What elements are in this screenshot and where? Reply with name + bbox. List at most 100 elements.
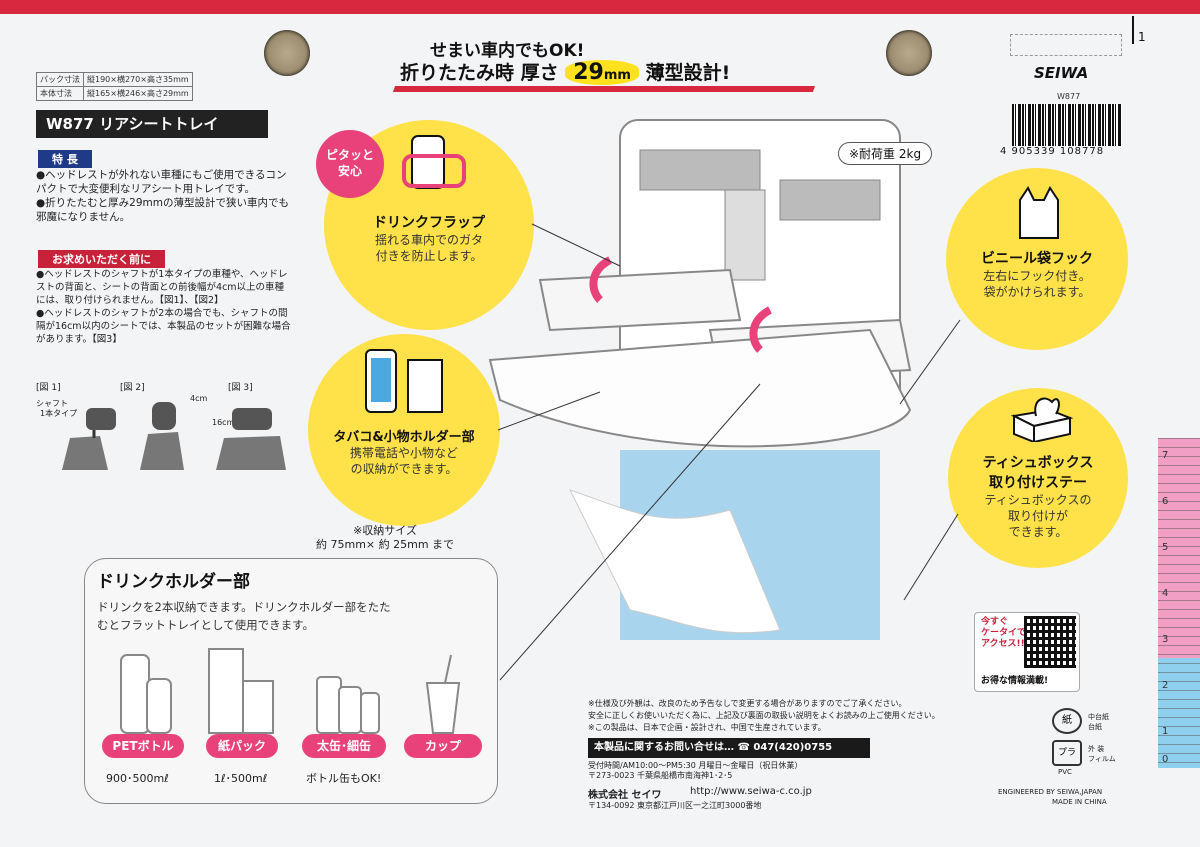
snug-badge: ピタッと 安心: [316, 130, 384, 198]
pill-cans: 太缶･細缶: [302, 734, 386, 758]
feature-item: ●ヘッドレストが外れない車種にもご使用できるコンパクトで大変便利なリアシート用ト…: [36, 169, 287, 195]
thickness-unit: mm: [603, 68, 631, 83]
drink-flap-title: ドリンクフラップ: [373, 215, 485, 231]
snug-badge-line1: ピタッと: [325, 148, 374, 162]
recycle-paper2: 台紙: [1088, 723, 1102, 731]
recycle-pvc: PVC: [1058, 768, 1072, 776]
tissue-stay-desc2: 取り付けが: [1007, 509, 1068, 523]
bag-hook-title: ビニール袋フック: [981, 251, 1093, 267]
qr-line2: ケータイで: [981, 628, 1027, 638]
holder-desc2: の収納ができます。: [350, 462, 458, 476]
figure-1-note1: シャフト: [36, 399, 68, 408]
figure-3-label: [図 3]: [228, 383, 253, 393]
fine-print-2: 安全に正しくお使いいただく為に、上記及び裏面の取扱い説明をよくお読みの上ご使用く…: [588, 711, 940, 720]
ruler-label: 2: [1162, 680, 1169, 691]
qr-text: 今すぐ ケータイで アクセス!!: [981, 617, 1026, 650]
corner-line: [1132, 16, 1134, 44]
fine-print-3: ※この製品は、日本で企画・設計され、中国で生産されています。: [588, 723, 826, 732]
figure-1-note2: 1本タイプ: [40, 409, 78, 418]
qr-footer: お得な情報満載!: [981, 676, 1049, 686]
notice-list: ●ヘッドレストのシャフトが1本タイプの車種や、ヘッドレストの背面と、シートの背面…: [36, 268, 291, 346]
spec-value: 縦165×横246×高さ29mm: [83, 86, 193, 101]
qr-code-image: [1024, 616, 1076, 668]
barcode-image: [1012, 104, 1122, 146]
engineered-line1: ENGINEERED BY SEIWA,JAPAN: [998, 788, 1103, 796]
corner-mark: 1: [1138, 30, 1146, 44]
company-address: 〒134-0092 東京都江戸川区一之江町3000番地: [588, 801, 762, 810]
bag-hook-callout: ビニール袋フック 左右にフック付き。 袋がかけられます。: [946, 168, 1128, 350]
storage-size-line1: ※収納サイズ: [353, 524, 417, 537]
storage-size-line2: 約 75mm× 約 25mm まで: [316, 538, 455, 551]
header-line2: 折りたたみ時 厚さ 29mm 薄型設計!: [400, 58, 730, 85]
drink-flap-desc1: 揺れる車内でのガタ: [374, 233, 483, 247]
header-line2-post: 薄型設計!: [645, 62, 731, 84]
caption-cans: ボトル缶もOK!: [306, 772, 382, 785]
notice-item: ●ヘッドレストのシャフトが1本タイプの車種や、ヘッドレストの背面と、シートの背面…: [36, 269, 288, 306]
drink-holder-desc2: むとフラットトレイとして使用できます。: [97, 618, 315, 632]
brand-logo: SEIWA: [1034, 64, 1089, 82]
engineered-line2: MADE IN CHINA: [1052, 798, 1107, 806]
features-list: ●ヘッドレストが外れない車種にもご使用できるコンパクトで大変便利なリアシート用ト…: [36, 168, 291, 224]
ruler-label: 1: [1162, 726, 1169, 737]
pill-pet-bottle: PETボトル: [102, 734, 184, 758]
pill-cup: カップ: [404, 734, 482, 758]
notice-item: ●ヘッドレストのシャフトが2本の場合でも、シャフトの間隔が16cm以内のシートで…: [36, 308, 291, 345]
company-name: 株式会社 セイワ: [588, 790, 662, 801]
product-title: W877 リアシートトレイ: [36, 110, 268, 138]
ruler-label: 6: [1162, 496, 1169, 507]
holder-title: タバコ&小物ホルダー部: [333, 430, 475, 445]
holder-callout: タバコ&小物ホルダー部 携帯電話や小物など の収納ができます。: [308, 334, 500, 526]
ruler-label: 5: [1162, 542, 1169, 553]
header-line1: せまい車内でもOK!: [430, 41, 585, 61]
drink-containers-icon: [120, 648, 461, 734]
ruler-label: 4: [1162, 588, 1169, 599]
ruler-label: 0: [1162, 754, 1169, 765]
caption-paper-pack: 1ℓ･500mℓ: [214, 772, 268, 785]
barcode-number: 4 905339 108778: [1000, 146, 1105, 157]
hanging-hole-left: [264, 30, 310, 76]
fine-print-1: ※仕様及び外観は、改良のため予告なしで変更する場合がありますのでご了承ください。: [588, 699, 907, 708]
ruler-strip: 7 6 5 4 3 2 1 0: [1158, 438, 1200, 768]
features-heading: 特 長: [38, 150, 92, 168]
storage-size: ※収納サイズ 約 75mm× 約 25mm まで: [316, 524, 454, 552]
notice-heading: お求めいただく前に: [38, 250, 165, 268]
thickness-value: 29: [573, 60, 604, 85]
contact-address1: 〒273-0023 千葉県船橋市南海神1･2･5: [588, 771, 733, 780]
tissue-box-icon: [1010, 397, 1074, 442]
thickness-badge: 29mm: [565, 60, 639, 85]
phone-and-cigarette-icon: [365, 349, 443, 413]
spec-row: 本体寸法縦165×横246×高さ29mm: [36, 86, 193, 101]
pill-paper-pack: 紙パック: [206, 734, 278, 758]
spec-label: 本体寸法: [36, 86, 84, 101]
drink-holder-desc1: ドリンクを2本収納できます。ドリンクホルダー部をたた: [97, 600, 391, 614]
headrest-figures-icon: [62, 402, 286, 470]
tissue-stay-title2: 取り付けステー: [989, 475, 1087, 491]
caption-pet-bottle: 900･500mℓ: [106, 772, 169, 785]
drink-can-icon: [402, 135, 466, 189]
tissue-stay-title1: ティシュボックス: [982, 455, 1094, 471]
recycle-plastic1: 外 装: [1088, 745, 1105, 753]
drink-holder-panel: ドリンクホルダー部 ドリンクを2本収納できます。ドリンクホルダー部をたた むとフ…: [84, 558, 498, 804]
figure-2-label: [図 2]: [120, 383, 145, 393]
spec-table: パック寸法縦190×横270×高さ35mm 本体寸法縦165×横246×高さ29…: [36, 72, 193, 101]
company-url: http://www.seiwa-c.co.jp: [690, 786, 812, 797]
tissue-stay-desc1: ティシュボックスの: [984, 493, 1092, 507]
drink-holder-title: ドリンクホルダー部: [97, 572, 250, 592]
holder-desc1: 携帯電話や小物など: [349, 446, 458, 460]
bag-hook-desc2: 袋がかけられます。: [983, 285, 1091, 299]
stamp-box: [1010, 34, 1122, 56]
plastic-recycle-icon: プラ: [1052, 740, 1082, 766]
ruler-ticks: [1158, 438, 1200, 768]
figure-2-note: 4cm: [190, 394, 208, 403]
bag-hook-desc1: 左右にフック付き。: [983, 269, 1091, 283]
header-line2-pre: 折りたたみ時 厚さ: [400, 62, 559, 84]
qr-line1: 今すぐ: [981, 617, 1009, 627]
top-red-band: [0, 0, 1200, 14]
load-capacity: ※耐荷重 2kg: [838, 142, 933, 165]
plastic-bag-icon: [1019, 186, 1059, 239]
ruler-label: 7: [1162, 450, 1169, 461]
contact-bar: 本製品に関するお問い合せは… ☎ 047(420)0755: [588, 738, 870, 758]
product-code: W877: [1057, 92, 1081, 101]
